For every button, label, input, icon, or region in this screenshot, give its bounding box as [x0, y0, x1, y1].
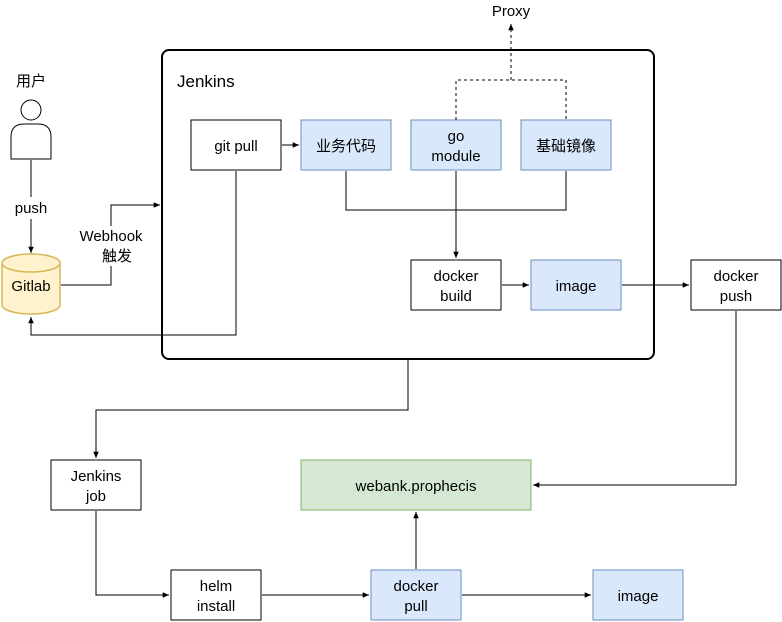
docker-push-label-1: docker	[713, 268, 758, 285]
go-module-box	[410, 119, 502, 171]
go-module-label-2: module	[431, 148, 480, 165]
gitlab-label: Gitlab	[11, 278, 50, 295]
docker-pull-box	[370, 569, 462, 621]
push-label: push	[15, 200, 48, 217]
helm-install-box	[170, 569, 262, 621]
image-box-bottom	[592, 569, 684, 621]
proxy-label: Proxy	[492, 3, 531, 20]
helm-install-label-2: install	[197, 598, 235, 615]
helm-install-label-1: helm	[200, 578, 233, 595]
docker-build-box	[410, 259, 502, 311]
jenkins-job-box	[50, 459, 142, 511]
git-pull-box	[190, 119, 282, 171]
base-image-box	[520, 119, 612, 171]
image-label-top: image	[556, 278, 597, 295]
docker-push-box	[690, 259, 782, 311]
business-code-label: 业务代码	[316, 138, 376, 155]
arrow-gitpull-to-gitlab	[28, 171, 237, 336]
image-box-top	[530, 259, 622, 311]
arrow-push-to-webank	[533, 311, 737, 488]
arrow-job-to-helm	[95, 511, 169, 598]
webank-prophecis-box	[300, 459, 532, 511]
docker-build-label-1: docker	[433, 268, 478, 285]
base-image-label: 基础镜像	[536, 137, 596, 155]
line-proxy-dashed	[455, 25, 567, 120]
jenkins-title: Jenkins	[177, 72, 235, 91]
git-pull-label: git pull	[214, 138, 257, 155]
gitlab-cylinder	[1, 253, 61, 315]
docker-build-label-2: build	[440, 288, 472, 305]
arrow-gitlab-to-jenkins	[61, 266, 112, 286]
arrow-jenkins-to-job	[93, 360, 409, 458]
webank-prophecis-label: webank.prophecis	[355, 478, 477, 495]
docker-push-label-2: push	[720, 288, 753, 305]
jenkins-job-label-2: job	[85, 488, 106, 505]
docker-pull-label-2: pull	[404, 598, 427, 615]
business-code-box	[300, 119, 392, 171]
jenkins-job-label-1: Jenkins	[71, 468, 122, 485]
webhook-trigger-label: 触发	[102, 248, 132, 265]
user-icon	[10, 99, 52, 160]
user-label: 用户	[16, 73, 46, 90]
go-module-label-1: go	[448, 128, 465, 145]
image-label-bottom: image	[618, 588, 659, 605]
docker-pull-label-1: docker	[393, 578, 438, 595]
webhook-label: Webhook	[79, 228, 143, 245]
arrow-webhook-to-jenkins	[110, 202, 160, 226]
